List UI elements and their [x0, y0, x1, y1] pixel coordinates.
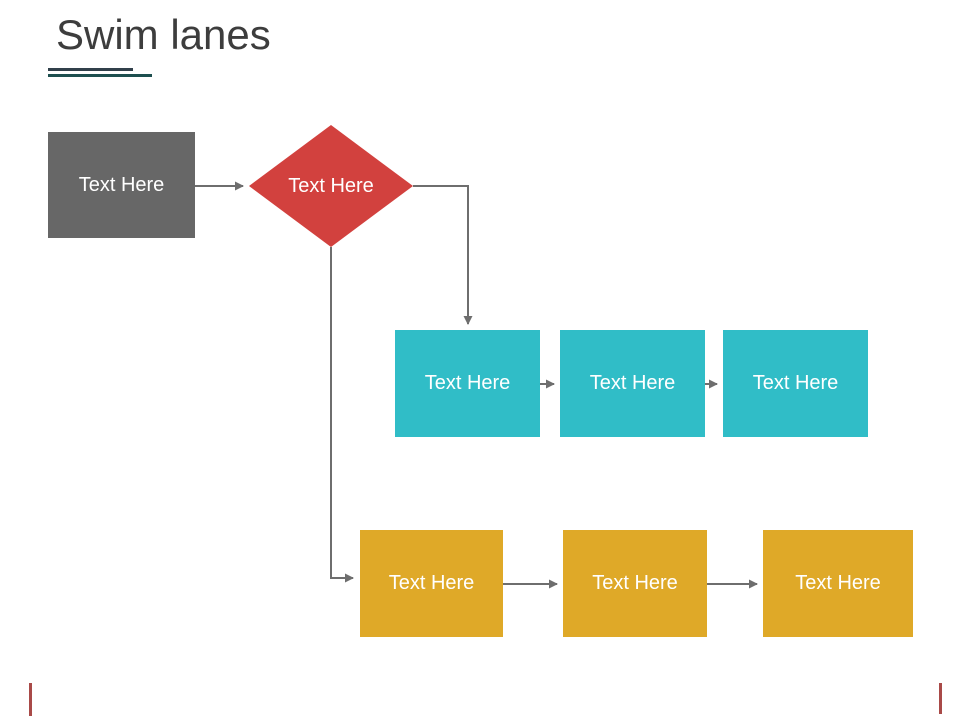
flow-start-box: Text Here — [48, 132, 195, 238]
flow-decision-diamond: Text Here — [249, 125, 413, 247]
flow-row2-box-1-label: Text Here — [388, 572, 475, 594]
flow-decision-label: Text Here — [288, 174, 374, 197]
flow-row1-box-3: Text Here — [723, 330, 868, 437]
flow-row2-box-3: Text Here — [763, 530, 913, 637]
flow-row1-box-1-label: Text Here — [424, 372, 511, 394]
flow-row2-box-1: Text Here — [360, 530, 503, 637]
footer-accent-tick-right — [939, 683, 942, 714]
flow-row1-box-2: Text Here — [560, 330, 705, 437]
flow-row2-box-3-label: Text Here — [795, 572, 881, 594]
connector-decision-to-row1 — [413, 185, 473, 325]
flow-start-box-label: Text Here — [78, 173, 165, 196]
flow-row2-box-2-label: Text Here — [592, 572, 678, 594]
connector-decision-to-row2 — [330, 247, 354, 583]
title-underline-bottom — [48, 74, 152, 77]
flow-row2-box-2: Text Here — [563, 530, 707, 637]
footer-accent-tick-left — [29, 683, 32, 716]
flow-row1-box-2-label: Text Here — [589, 372, 676, 394]
slide-title: Swim lanes — [56, 11, 271, 58]
title-underline-top — [48, 68, 133, 71]
flow-row1-box-1: Text Here — [395, 330, 540, 437]
flow-row1-box-3-label: Text Here — [752, 372, 839, 394]
